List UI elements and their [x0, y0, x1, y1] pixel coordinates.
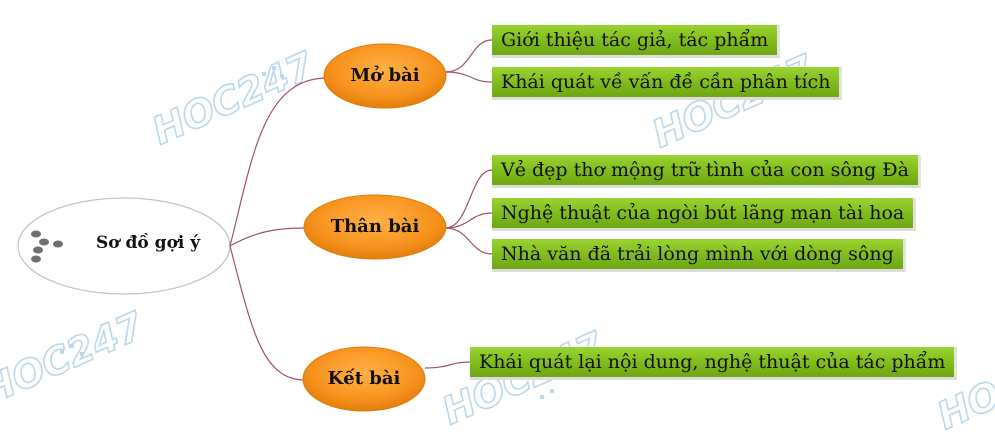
leaf-node: Nhà văn đã trải lòng mình với dòng sông: [492, 239, 906, 272]
leaf-node: Vẻ đẹp thơ mộng trữ tình của con sông Đà: [492, 155, 921, 188]
branch-label-than-bai: Thân bài: [330, 216, 420, 237]
leaf-node: Khái quát về vấn đề cần phân tích: [492, 67, 843, 100]
branch-node-than-bai: [303, 194, 447, 260]
central-connectors: [229, 77, 326, 381]
branch-node-ket-bai: [302, 346, 426, 412]
leaf-node: Nghệ thuật của ngòi bút lãng mạn tài hoa: [492, 198, 917, 231]
branch-label-ket-bai: Kết bài: [327, 368, 401, 389]
branch-node-mo-bai: [323, 43, 447, 109]
central-topic-label: Sơ đồ gợi ý: [96, 233, 201, 253]
central-topic-icon: [31, 230, 63, 263]
branch-label-mo-bai: Mở bài: [350, 65, 420, 86]
branch-connectors: [424, 39, 493, 369]
leaf-node: Khái quát lại nội dung, nghệ thuật của t…: [470, 347, 958, 380]
leaf-node: Giới thiệu tác giả, tác phẩm: [492, 25, 781, 58]
